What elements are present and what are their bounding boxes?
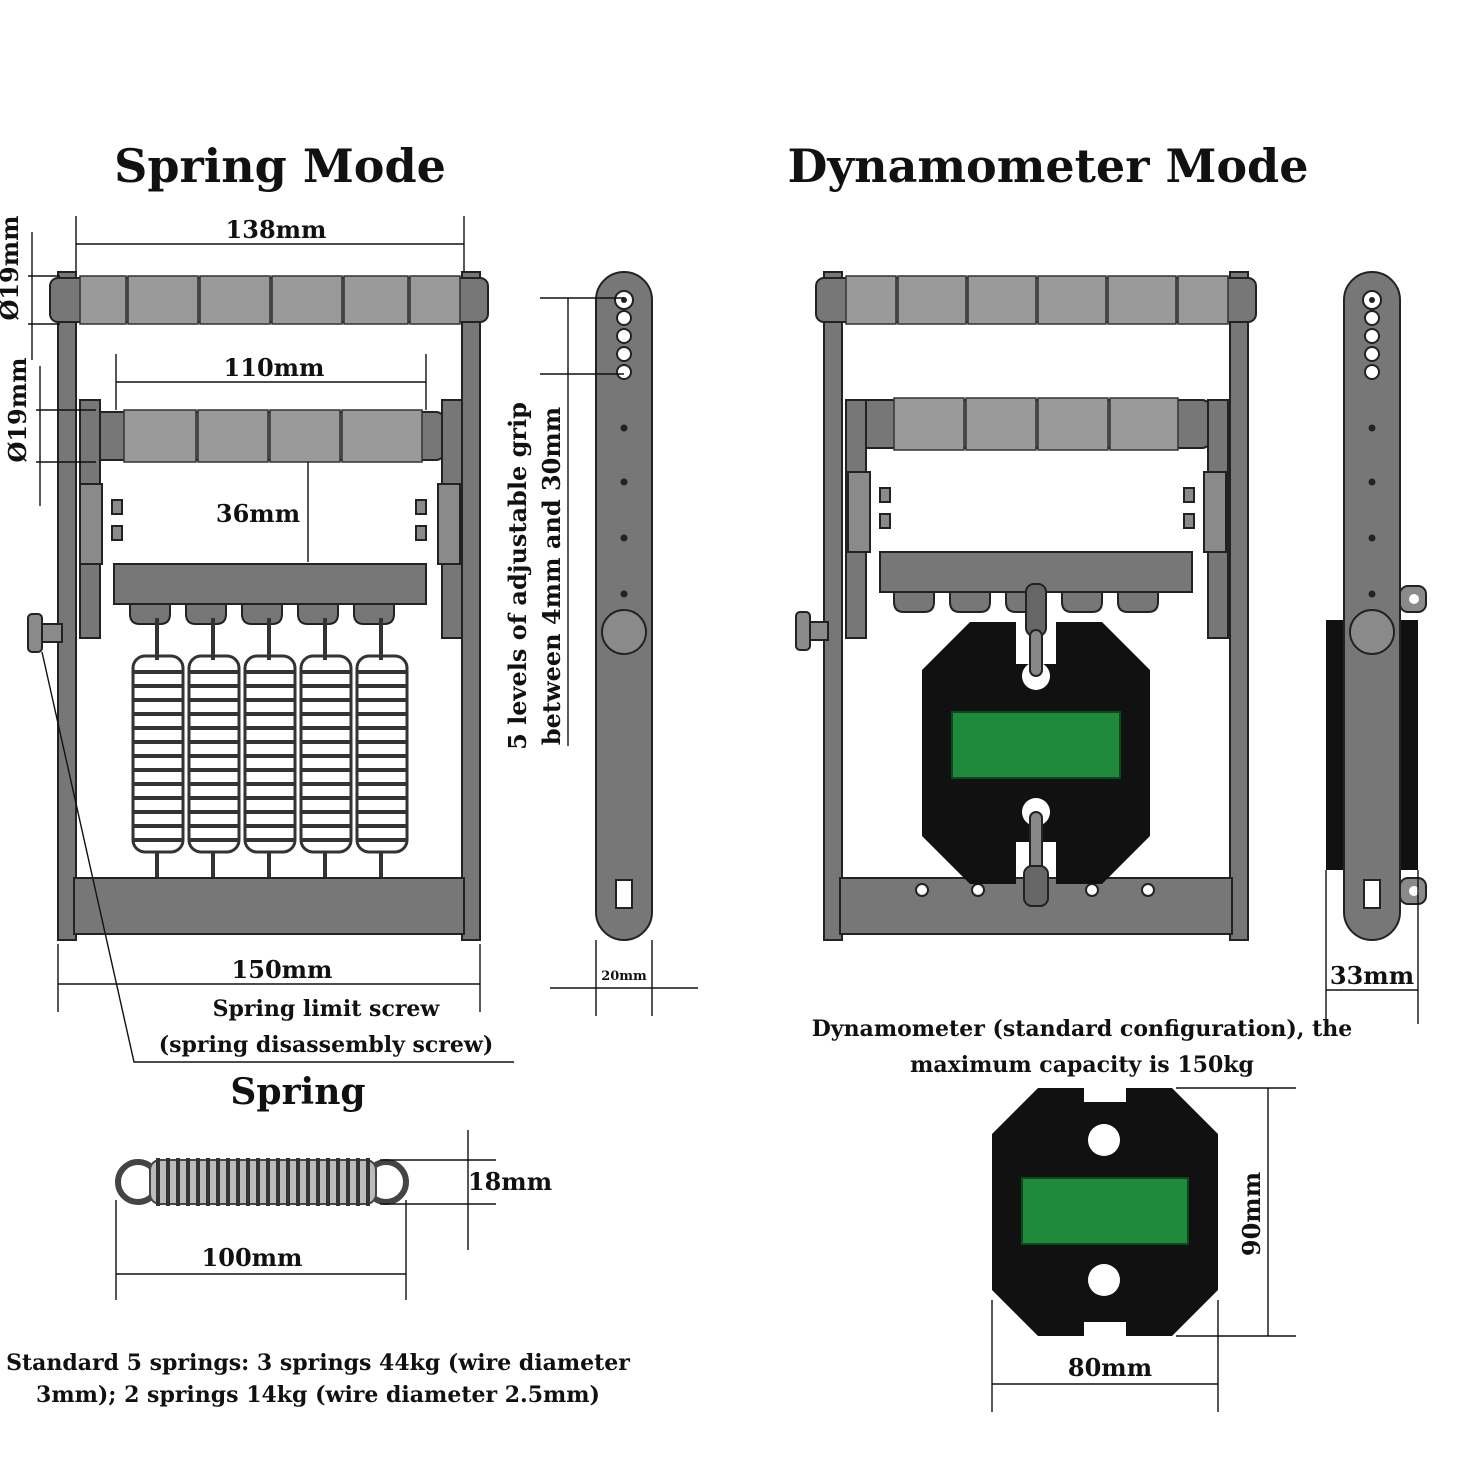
dim-100: 100mm bbox=[202, 1243, 303, 1272]
springs bbox=[131, 618, 409, 897]
top-handle-rollers bbox=[79, 275, 461, 325]
dim-150: 150mm bbox=[232, 955, 333, 984]
springs-note-2: 3mm); 2 springs 14kg (wire diameter 2.5m… bbox=[36, 1382, 600, 1408]
right-rail bbox=[461, 271, 481, 941]
dyn-left-rail bbox=[823, 271, 843, 941]
spring-2 bbox=[187, 618, 241, 895]
inner-handle-rollers bbox=[123, 409, 423, 463]
adjustable-label-2: between 4mm and 30mm bbox=[537, 407, 566, 745]
dim-36: 36mm bbox=[216, 499, 300, 528]
dynamometer-mode-front-view bbox=[795, 271, 1257, 941]
dim-dia-top: Ø19mm bbox=[0, 215, 24, 320]
screw-label-1: Spring limit screw bbox=[213, 996, 441, 1022]
dim-110: 110mm bbox=[224, 353, 325, 382]
spring-1 bbox=[131, 618, 185, 895]
dyn-note-2: maximum capacity is 150kg bbox=[910, 1052, 1254, 1078]
spring-hook-bar bbox=[113, 563, 427, 605]
spring-mode-front-view bbox=[27, 271, 489, 941]
spring-mode-side-view bbox=[540, 271, 698, 1016]
springs-note-1: Standard 5 springs: 3 springs 44kg (wire… bbox=[6, 1350, 630, 1376]
dynamometer-detail bbox=[991, 1087, 1296, 1412]
screw-label-2: (spring disassembly screw) bbox=[159, 1032, 494, 1058]
dim-90: 90mm bbox=[1237, 1172, 1266, 1256]
dynamometer-display bbox=[1021, 1177, 1189, 1245]
dim-80: 80mm bbox=[1068, 1353, 1152, 1382]
dim-18: 18mm bbox=[468, 1167, 552, 1196]
adjustable-label-1: 5 levels of adjustable grip bbox=[503, 402, 532, 750]
dynamometer-mode-side-view bbox=[1325, 271, 1427, 1024]
spring-mode-dimensions: 138mm 110mm 36mm Ø19mm Ø19mm 150mm bbox=[0, 215, 514, 1063]
dim-33: 33mm bbox=[1330, 961, 1414, 990]
dyn-right-rail bbox=[1229, 271, 1249, 941]
spring-detail bbox=[115, 1130, 496, 1300]
spring-3 bbox=[243, 618, 297, 897]
dynamometer-mode-title: Dynamometer Mode bbox=[788, 139, 1309, 193]
dyn-note-1: Dynamometer (standard configuration), th… bbox=[812, 1016, 1353, 1042]
spring-5 bbox=[355, 618, 409, 895]
limit-screw-knob bbox=[27, 613, 43, 653]
spring-hooks bbox=[129, 603, 395, 625]
left-rail bbox=[57, 271, 77, 941]
dim-dia-inner: Ø19mm bbox=[3, 357, 32, 462]
dim-138: 138mm bbox=[226, 215, 327, 244]
side-plate bbox=[595, 271, 653, 941]
spring-title: Spring bbox=[230, 1071, 365, 1113]
spring-4 bbox=[299, 618, 353, 895]
dim-20: 20mm bbox=[601, 969, 647, 984]
base-bar bbox=[73, 877, 465, 935]
dyn-mounted-display bbox=[951, 711, 1121, 779]
spring-mode-title: Spring Mode bbox=[114, 139, 446, 193]
